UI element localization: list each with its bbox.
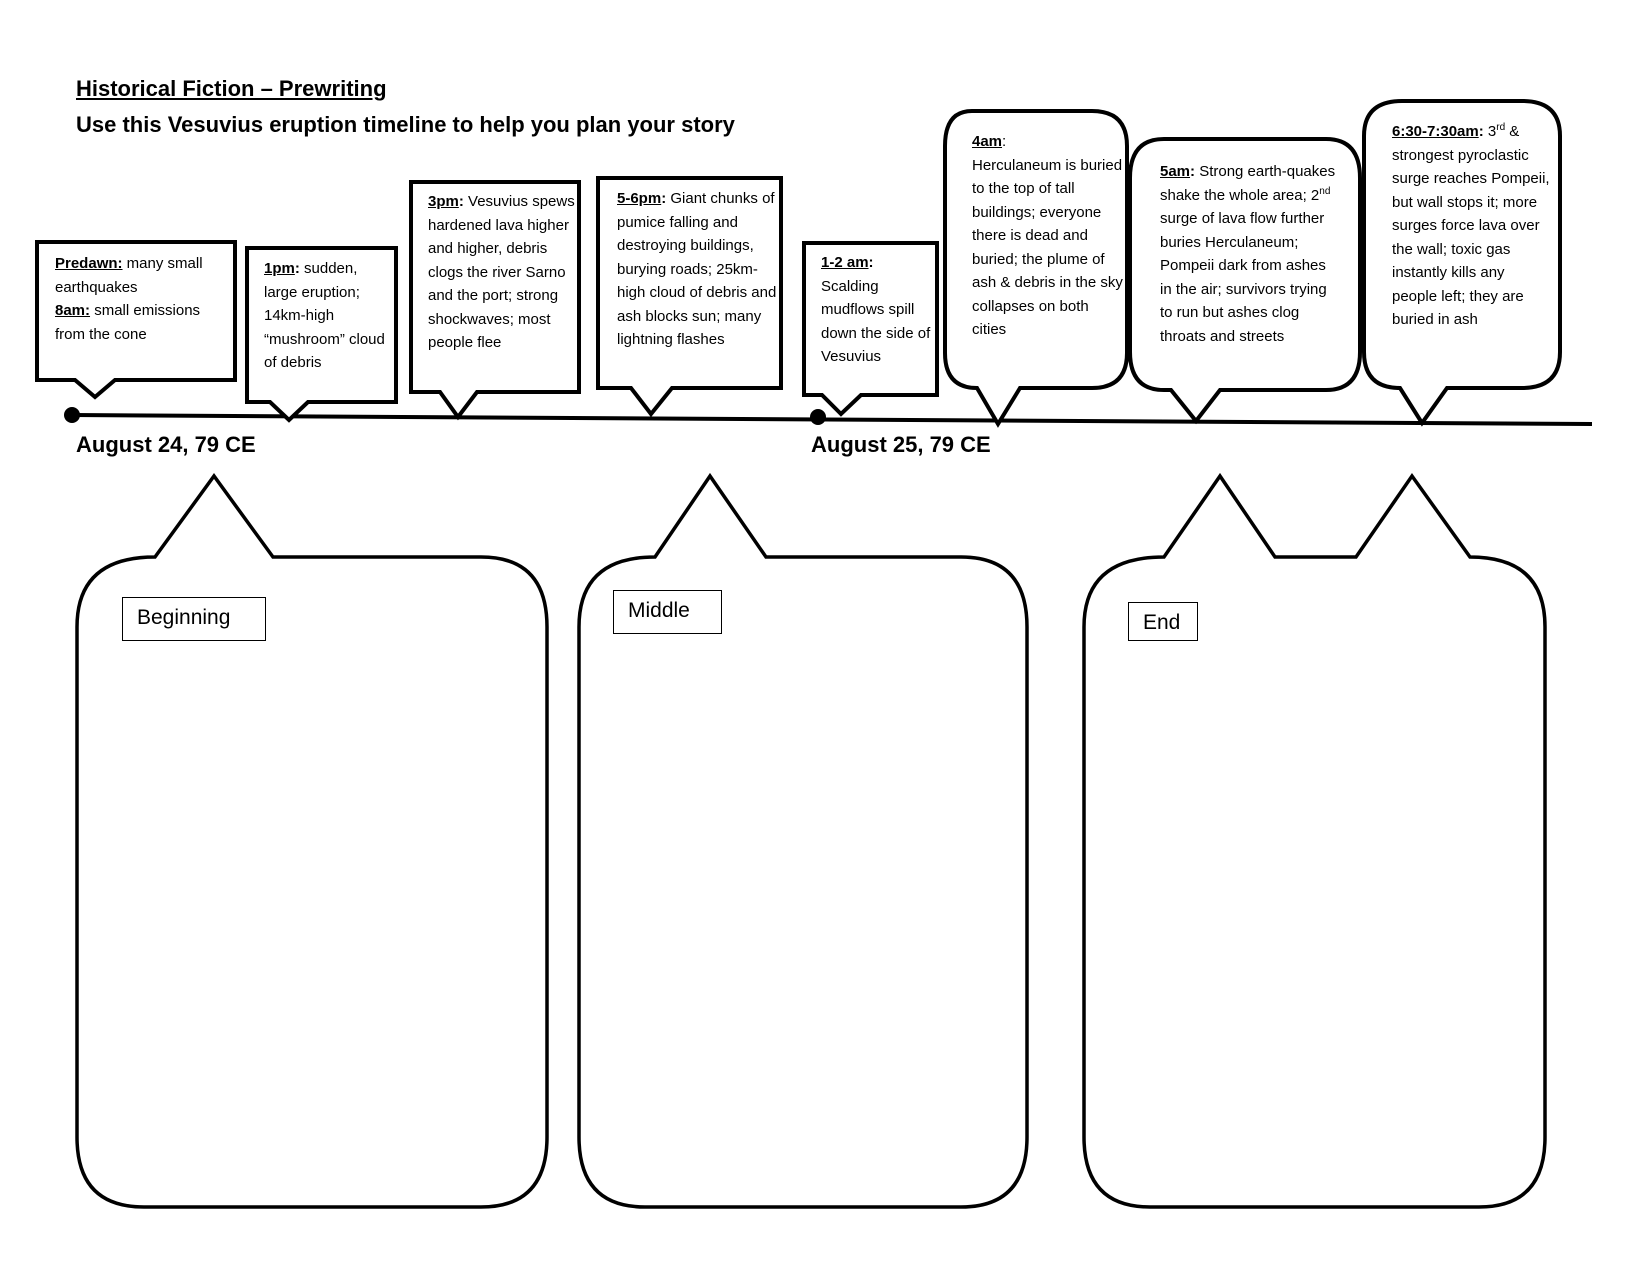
callout-box-630-730am: [1362, 99, 1562, 427]
event-time: 8am:: [55, 302, 91, 319]
timeline-dot-aug25: [810, 409, 826, 425]
event-time: 1-2 am: [821, 254, 869, 271]
date-aug-25: August 25, 79 CE: [811, 432, 991, 457]
event-text: Scalding mudflows spill down the side of…: [821, 277, 931, 366]
event-time-suffix: :: [868, 254, 874, 271]
callout-box-3pm: [409, 180, 581, 421]
callout-box-5am: [1128, 137, 1362, 425]
event-text: surge of lava flow further buries Hercul…: [1160, 210, 1327, 345]
callout-box-1pm: [245, 246, 398, 423]
callout-box-4am: [943, 109, 1129, 428]
callout-box-1-2am: [802, 241, 939, 417]
bubble-middle: [577, 472, 1029, 1209]
event-text: small emissions from the cone: [55, 302, 201, 343]
event-time: 6:30-7:30am: [1392, 123, 1479, 140]
event-4am: 4am: Herculaneum is buried to the top of…: [972, 130, 1124, 342]
event-text: & strongest pyroclastic surge reaches Po…: [1392, 123, 1550, 328]
bubble-beginning: [75, 473, 549, 1209]
event-text: Giant chunks of pumice falling and destr…: [617, 190, 777, 348]
event-text: Vesuvius spews hardened lava higher and …: [428, 193, 575, 351]
timeline-dot-aug24: [64, 407, 80, 423]
label-end: End: [1128, 602, 1198, 641]
event-text: 3: [1483, 123, 1497, 140]
event-time: 5-6pm: [617, 190, 662, 207]
event-superscript: nd: [1319, 185, 1331, 197]
event-time: 1pm: [264, 260, 295, 277]
event-time-suffix: :: [458, 193, 464, 210]
event-1-2am: 1-2 am: Scalding mudflows spill down the…: [821, 251, 933, 369]
event-5-6pm: 5-6pm: Giant chunks of pumice falling an…: [617, 187, 777, 352]
timeline-line: [71, 413, 1593, 426]
event-time: 5am: [1160, 163, 1191, 180]
page-subtitle: Use this Vesuvius eruption timeline to h…: [76, 112, 735, 137]
event-time-suffix: :: [661, 190, 667, 207]
event-5am: 5am: Strong earth-quakes shake the whole…: [1160, 160, 1336, 348]
event-time: 4am: [972, 133, 1003, 150]
bubble-end: [1082, 472, 1547, 1209]
event-1pm: 1pm: sudden, large eruption; 14km-high “…: [264, 257, 390, 375]
event-text: many small earthquakes: [55, 255, 203, 296]
page-title: Historical Fiction – Prewriting: [76, 76, 387, 101]
event-time-suffix: :: [294, 260, 300, 277]
event-time-suffix: :: [1002, 133, 1007, 150]
event-630-730am: 6:30-7:30am: 3rd & strongest pyroclastic…: [1392, 120, 1550, 332]
callout-box-5-6pm: [596, 176, 783, 418]
event-text: Herculaneum is buried to the top of tall…: [972, 156, 1123, 339]
event-superscript: rd: [1496, 122, 1506, 133]
label-beginning: Beginning: [122, 597, 266, 641]
event-text: sudden, large eruption; 14km-high “mushr…: [264, 260, 385, 371]
event-time: 3pm: [428, 193, 459, 210]
callout-box-predawn: [35, 240, 237, 400]
label-middle: Middle: [613, 590, 722, 634]
event-predawn: Predawn: many small earthquakes 8am: sma…: [55, 252, 233, 346]
event-3pm: 3pm: Vesuvius spews hardened lava higher…: [428, 190, 576, 355]
date-aug-24: August 24, 79 CE: [76, 432, 256, 457]
event-time: Predawn:: [55, 255, 123, 272]
event-time-suffix: :: [1478, 123, 1484, 140]
event-text: Strong earth-quakes shake the whole area…: [1160, 163, 1336, 204]
event-time-suffix: :: [1190, 163, 1196, 180]
